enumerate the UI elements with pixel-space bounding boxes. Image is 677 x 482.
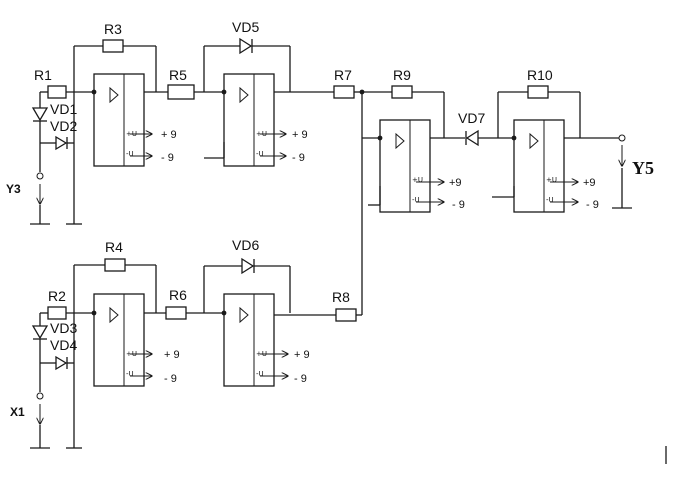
label-r3: R3 (104, 21, 122, 37)
label-r7: R7 (334, 67, 352, 83)
resistor-r9 (391, 85, 413, 99)
label-vd4: VD4 (50, 337, 77, 353)
svg-text:-U: -U (126, 150, 134, 158)
label-r6: R6 (169, 287, 187, 303)
svg-text:-U: -U (546, 196, 554, 204)
resistor-r4 (104, 258, 126, 272)
svg-text:-U: -U (256, 370, 264, 378)
supply-plus-2: + 9 (292, 129, 308, 141)
label-r9: R9 (393, 67, 411, 83)
label-vd5: VD5 (232, 19, 259, 35)
resistor-r6 (165, 306, 187, 320)
svg-text:+U: +U (412, 176, 423, 184)
label-vd3: VD3 (50, 320, 77, 336)
label-vd7: VD7 (458, 110, 485, 126)
opamp-3: +U -U (379, 119, 431, 213)
opamp-2: +U -U (223, 73, 275, 167)
input-terminal-y3 (36, 172, 44, 180)
opamp-5: +U -U (93, 293, 145, 387)
label-vd1: VD1 (50, 101, 77, 117)
supply-plus-4: +9 (583, 177, 596, 189)
diode-vd4 (55, 355, 68, 371)
supply-plus-1: + 9 (161, 129, 177, 141)
supply-minus-4: - 9 (586, 199, 599, 211)
diode-vd3 (31, 325, 49, 340)
opamp-4: +U -U (513, 119, 565, 213)
resistor-r3 (102, 39, 124, 53)
supply-minus-3: - 9 (452, 199, 465, 211)
resistor-r5 (167, 84, 195, 100)
diode-vd5 (239, 37, 253, 55)
diode-vd7 (465, 129, 479, 147)
resistor-r7 (333, 85, 355, 99)
supply-plus-6: + 9 (294, 349, 310, 361)
diode-vd6 (241, 257, 255, 275)
label-r10: R10 (527, 67, 553, 83)
resistor-r8 (335, 308, 357, 322)
supply-minus-1: - 9 (161, 152, 174, 164)
diode-vd1 (31, 107, 49, 122)
resistor-r1 (47, 85, 67, 99)
supply-minus-5: - 9 (164, 373, 177, 385)
diode-vd2 (55, 135, 68, 151)
svg-text:-U: -U (126, 370, 134, 378)
input-label-x1: X1 (10, 405, 25, 419)
label-vd6: VD6 (232, 237, 259, 253)
supply-minus-2: - 9 (292, 152, 305, 164)
label-r8: R8 (332, 289, 350, 305)
resistor-r10 (527, 85, 549, 99)
label-vd2: VD2 (50, 118, 77, 134)
output-label-y5: Y5 (632, 158, 654, 178)
resistor-r2 (47, 306, 67, 320)
opamp-1: +U -U (93, 73, 145, 167)
svg-text:+U: +U (546, 176, 557, 184)
input-label-y3: Y3 (6, 182, 21, 196)
output-terminal-y5 (618, 134, 626, 142)
supply-plus-3: +9 (449, 177, 462, 189)
supply-minus-6: - 9 (294, 373, 307, 385)
label-r4: R4 (105, 239, 123, 255)
input-terminal-x1 (36, 392, 44, 400)
label-r1: R1 (34, 67, 52, 83)
opamp-6: +U -U (223, 293, 275, 387)
supply-plus-5: + 9 (164, 349, 180, 361)
svg-text:-U: -U (412, 196, 420, 204)
label-r2: R2 (48, 288, 66, 304)
svg-text:-U: -U (256, 150, 264, 158)
label-r5: R5 (169, 67, 187, 83)
